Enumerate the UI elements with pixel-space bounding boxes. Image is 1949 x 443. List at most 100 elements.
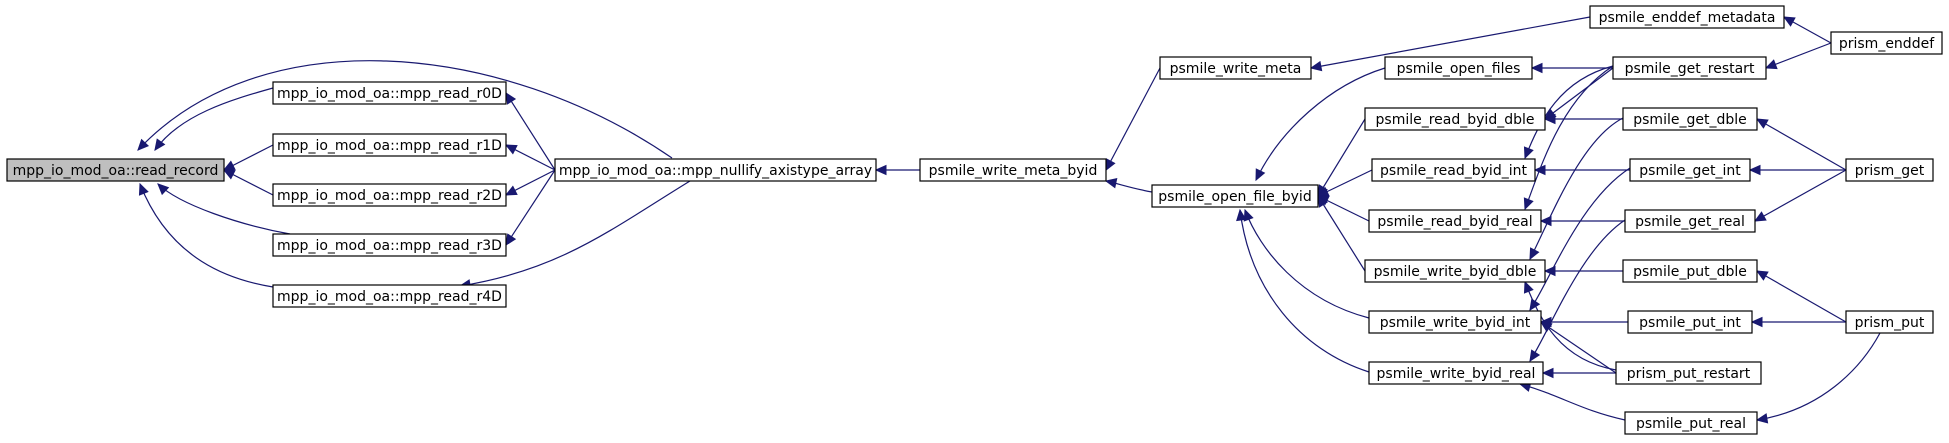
node-open-files[interactable]: psmile_open_files [1384, 56, 1533, 80]
edge-line [1310, 16, 1591, 69]
node-r0D[interactable]: mpp_io_mod_oa::mpp_read_r0D [272, 81, 507, 105]
arrow-head-icon [504, 144, 518, 155]
node-box [1615, 361, 1762, 385]
edge-nullify-to-r0D [505, 91, 556, 171]
node-put-dble[interactable]: psmile_put_dble [1622, 259, 1758, 283]
node-label: psmile_write_byid_real [1377, 366, 1536, 382]
node-layer: mpp_io_mod_oa::read_recordmpp_io_mod_oa:… [6, 5, 1943, 435]
edge-line [1756, 270, 1847, 323]
arrow-head-icon [1755, 270, 1769, 281]
edge-line [137, 60, 673, 159]
node-box [1159, 56, 1312, 80]
node-prism-get[interactable]: prism_get [1845, 158, 1934, 182]
edge-open_file_byid-to-meta_byid [1104, 178, 1153, 193]
node-r3D[interactable]: mpp_io_mod_oa::mpp_read_r3D [272, 233, 507, 257]
node-box [1384, 56, 1533, 80]
arrow-head-icon [154, 138, 166, 151]
node-nullify[interactable]: mpp_io_mod_oa::mpp_nullify_axistype_arra… [554, 158, 877, 182]
node-label: mpp_io_mod_oa::mpp_read_r3D [277, 238, 502, 254]
arrow-head-icon [1764, 59, 1778, 70]
node-label: mpp_io_mod_oa::mpp_nullify_axistype_arra… [559, 163, 872, 179]
node-meta-byid[interactable]: psmile_write_meta_byid [919, 158, 1107, 182]
node-write-real[interactable]: psmile_write_byid_real [1368, 361, 1544, 385]
node-write-int[interactable]: psmile_write_byid_int [1368, 310, 1542, 334]
edge-prism_get-to-get_real [1753, 169, 1847, 222]
node-get-restart[interactable]: psmile_get_restart [1612, 56, 1767, 80]
edge-put_real-to-write_real [1518, 381, 1626, 421]
node-put-real[interactable]: psmile_put_real [1624, 411, 1758, 435]
node-read-int[interactable]: psmile_read_byid_int [1371, 158, 1536, 182]
node-label: psmile_open_file_byid [1158, 189, 1311, 205]
arrow-head-icon [1755, 118, 1769, 129]
node-label: psmile_write_byid_dble [1374, 264, 1537, 280]
node-label: prism_put [1855, 315, 1925, 331]
node-label: psmile_open_files [1397, 61, 1521, 77]
node-box [272, 81, 507, 105]
node-get-dble[interactable]: psmile_get_dble [1622, 107, 1758, 131]
node-get-real[interactable]: psmile_get_real [1624, 209, 1756, 233]
edge-line [1540, 321, 1617, 374]
node-label: psmile_put_dble [1633, 264, 1747, 280]
node-get-int[interactable]: psmile_get_int [1629, 158, 1751, 182]
node-label: psmile_write_meta_byid [929, 163, 1098, 179]
edge-prism_put-to-put_int [1750, 316, 1846, 328]
edge-line [1765, 42, 1832, 69]
edge-put_restart-to-write_real [1541, 367, 1616, 379]
node-label: prism_get [1855, 163, 1925, 179]
edge-line [1255, 67, 1386, 181]
node-prism-put[interactable]: prism_put [1845, 310, 1934, 334]
node-label: prism_enddef [1839, 36, 1935, 52]
edge-prism_get-to-get_int [1748, 164, 1846, 176]
node-read-real[interactable]: psmile_read_byid_real [1368, 209, 1542, 233]
arrow-head-icon [1755, 413, 1769, 424]
node-box [1612, 56, 1767, 80]
edge-put_dble-to-write_dble [1543, 265, 1623, 277]
node-box [919, 158, 1107, 182]
edge-get_restart-to-open_files [1530, 62, 1613, 74]
edge-write_int-to-open_file_byid [1243, 208, 1370, 319]
node-box [1364, 107, 1546, 131]
node-write-dble[interactable]: psmile_write_byid_dble [1364, 259, 1546, 283]
edge-line [1524, 281, 1617, 371]
node-box [1845, 310, 1934, 334]
node-r2D[interactable]: mpp_io_mod_oa::mpp_read_r2D [272, 183, 507, 207]
arrow-head-icon [1236, 208, 1247, 222]
node-prism-enddef[interactable]: prism_enddef [1830, 31, 1943, 55]
arrow-head-icon [874, 164, 887, 176]
node-label: mpp_io_mod_oa::mpp_read_r1D [277, 138, 502, 154]
node-put-int[interactable]: psmile_put_int [1627, 310, 1753, 334]
node-enddef-metadata[interactable]: psmile_enddef_metadata [1589, 5, 1785, 29]
arrow-head-icon [1530, 62, 1543, 74]
node-box [1151, 184, 1319, 208]
edge-put_restart-to-write_int [1539, 321, 1617, 374]
node-read-dble[interactable]: psmile_read_byid_dble [1364, 107, 1546, 131]
node-label: psmile_get_real [1635, 214, 1745, 230]
arrow-head-icon [1104, 178, 1118, 189]
node-r4D[interactable]: mpp_io_mod_oa::mpp_read_r4D [272, 284, 507, 308]
node-label: psmile_read_byid_int [1380, 163, 1527, 179]
arrow-head-icon [1243, 208, 1254, 222]
node-box [1629, 158, 1751, 182]
node-put-restart[interactable]: prism_put_restart [1615, 361, 1762, 385]
node-label: psmile_put_real [1636, 416, 1746, 432]
edge-get_restart-to-read_real [1523, 65, 1614, 211]
edge-line [157, 183, 291, 235]
edge-line [1529, 117, 1624, 260]
node-label: mpp_io_mod_oa::mpp_read_r0D [277, 86, 502, 102]
edge-line [1544, 67, 1614, 120]
node-r1D[interactable]: mpp_io_mod_oa::mpp_read_r1D [272, 133, 507, 157]
edge-open_files-to-open_file_byid [1255, 67, 1386, 182]
arrow-head-icon [1255, 168, 1266, 182]
edge-meta_byid-to-nullify [874, 164, 920, 176]
edge-line [1244, 209, 1370, 319]
node-read-record[interactable]: mpp_io_mod_oa::read_record [6, 158, 225, 182]
edge-line [1529, 167, 1631, 311]
node-write-meta[interactable]: psmile_write_meta [1159, 56, 1312, 80]
edge-nullify-to-read_record [137, 60, 673, 159]
node-open-file-byid[interactable]: psmile_open_file_byid [1151, 184, 1319, 208]
node-box [1368, 310, 1542, 334]
arrow-head-icon [1539, 215, 1552, 227]
edge-line [1105, 67, 1161, 171]
edge-get_int-to-write_int [1529, 167, 1631, 312]
node-box [1622, 107, 1758, 131]
